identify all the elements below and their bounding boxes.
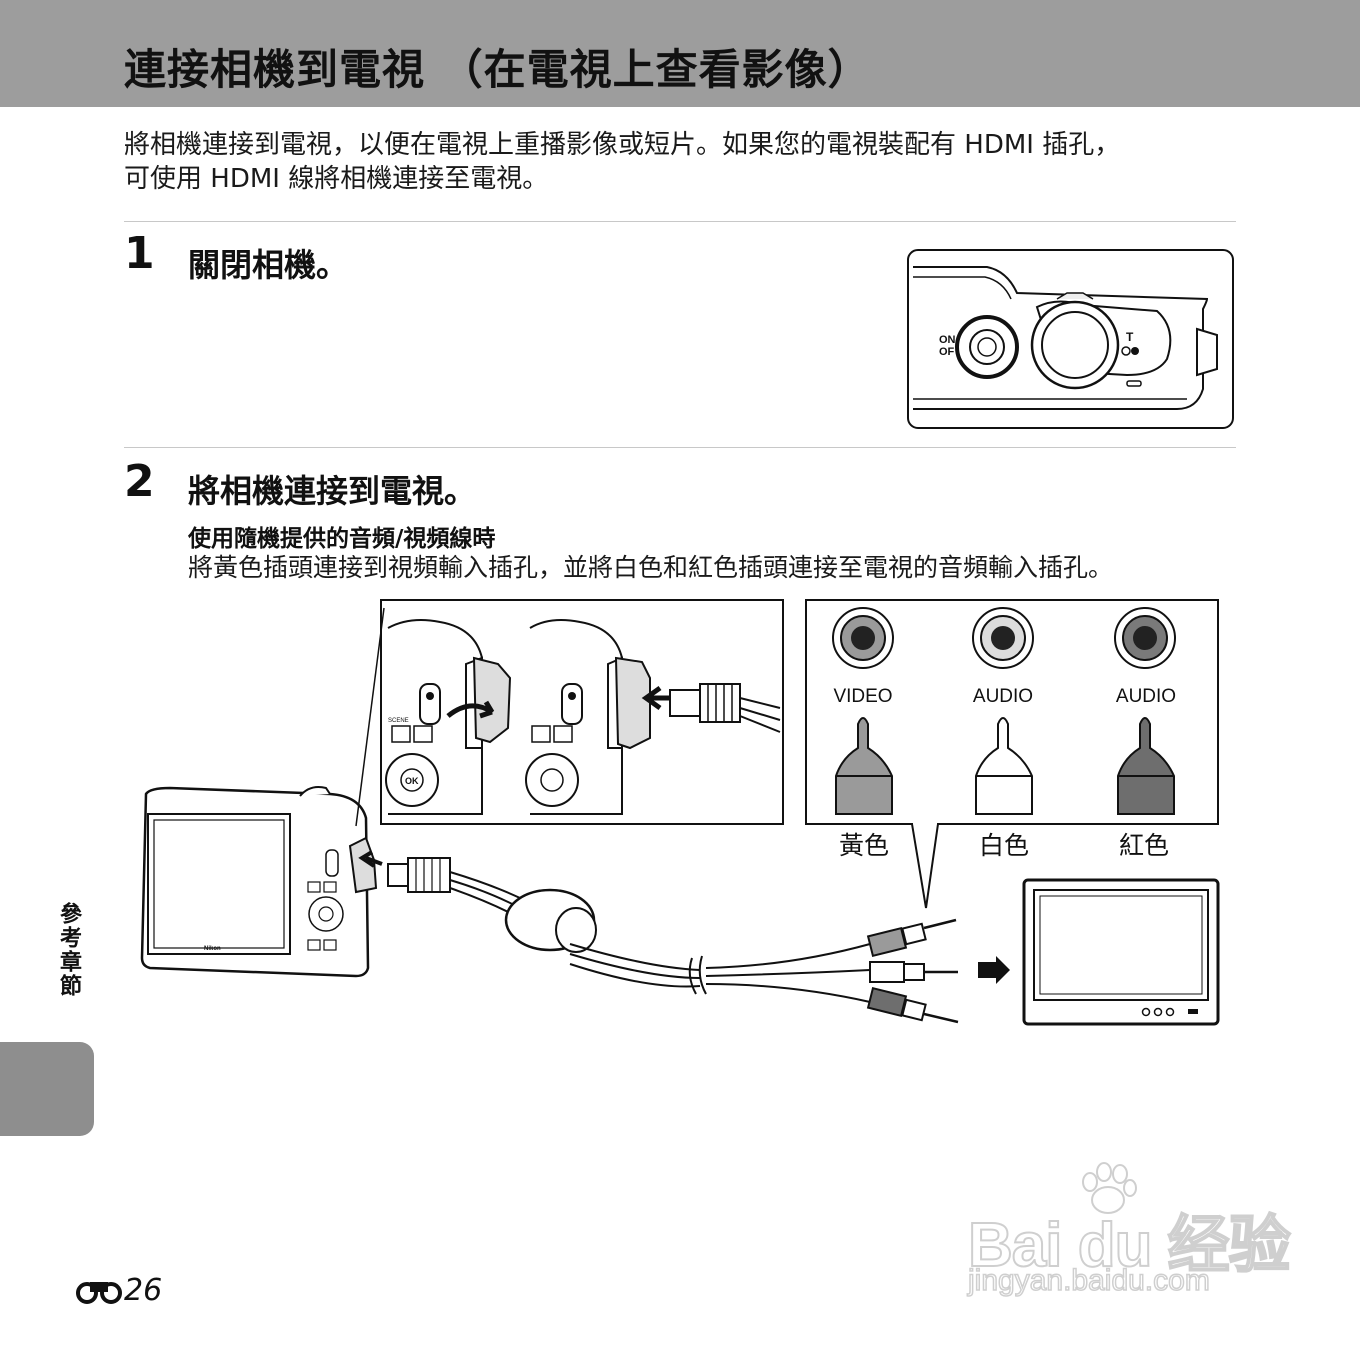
intro-line-2: 可使用 HDMI 線將相機連接至電視。 — [124, 162, 1244, 196]
reference-binoculars-icon — [76, 1278, 122, 1304]
scene-label: SCENE — [388, 718, 409, 724]
video-jack-label: VIDEO — [833, 686, 892, 707]
power-label-off: OF — [939, 346, 955, 358]
divider — [124, 221, 1236, 222]
television — [1024, 880, 1218, 1024]
baidu-watermark: Bai du 经验 jingyan.baidu.com — [960, 1160, 1290, 1310]
step-1-number: 1 — [124, 228, 155, 279]
watermark-url: jingyan.baidu.com — [968, 1264, 1210, 1298]
av-connection-figure: OK SCENE Nikon — [130, 598, 1230, 1038]
page-number-value: 26 — [124, 1273, 162, 1308]
side-tab-label: 參考章節 — [54, 902, 84, 998]
step-1-title: 關閉相機。 — [188, 240, 348, 286]
help-icon — [1131, 347, 1139, 355]
av-cable-instruction: 將黃色插頭連接到視頻輸入插孔，並將白色和紅色插頭連接至電視的音頻輸入插孔。 — [188, 548, 1113, 584]
rca-plugs — [868, 920, 958, 1022]
page-number: 26 — [76, 1273, 162, 1308]
av-cable — [388, 858, 870, 1002]
ok-label: OK — [405, 776, 419, 786]
camera-back-view: Nikon — [142, 608, 384, 976]
divider — [124, 447, 1236, 448]
camera-top-view-figure: ON OF T — [907, 249, 1234, 429]
arrow-right-icon — [978, 956, 1010, 984]
step-2-number: 2 — [124, 456, 155, 507]
power-label-on: ON — [939, 334, 956, 346]
audio-right-jack-label: AUDIO — [1116, 686, 1176, 707]
side-tab — [0, 1042, 94, 1136]
intro-line-1: 將相機連接到電視，以便在電視上重播影像或短片。如果您的電視裝配有 HDMI 插孔… — [124, 128, 1244, 162]
audio-left-jack-label: AUDIO — [973, 686, 1033, 707]
white-label: 白色 — [979, 831, 1029, 860]
red-label: 紅色 — [1119, 831, 1169, 860]
zoom-tele-label: T — [1126, 330, 1134, 344]
intro-paragraph: 將相機連接到電視，以便在電視上重播影像或短片。如果您的電視裝配有 HDMI 插孔… — [124, 128, 1244, 196]
yellow-label: 黃色 — [839, 831, 889, 860]
page-title: 連接相機到電視 （在電視上查看影像） — [124, 36, 871, 97]
step-2-title: 將相機連接到電視。 — [188, 466, 476, 512]
brand-label: Nikon — [204, 946, 221, 952]
